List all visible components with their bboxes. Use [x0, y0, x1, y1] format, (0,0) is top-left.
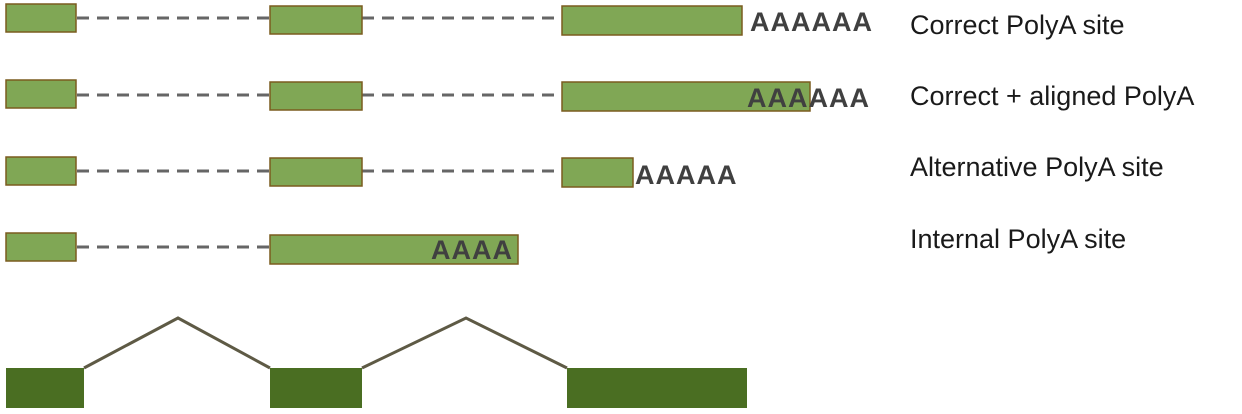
row-label: Correct PolyA site [910, 10, 1125, 40]
read-exon [269, 81, 363, 111]
polya-tail: AAAA [431, 235, 513, 265]
read-exon [269, 234, 519, 265]
read-row-alternative: AAAAA Alternative PolyA site [5, 152, 1164, 190]
read-exon [561, 81, 811, 112]
polya-tail: AAAAAA [747, 83, 870, 113]
row-label: Internal PolyA site [910, 224, 1126, 254]
reference-exon [567, 368, 747, 408]
read-exon [5, 79, 77, 109]
read-row-aligned: AAAAAA Correct + aligned PolyA [5, 79, 1194, 113]
read-exon [269, 5, 363, 35]
read-exon [269, 157, 363, 187]
read-exon [5, 156, 77, 186]
read-exon [5, 232, 77, 262]
read-row-internal: AAAA Internal PolyA site [5, 224, 1126, 265]
row-label: Alternative PolyA site [910, 152, 1164, 182]
row-label: Correct + aligned PolyA [910, 81, 1194, 111]
reference-exon [6, 368, 84, 408]
read-exon [5, 3, 77, 33]
reference-intron-line [361, 316, 568, 370]
polya-tail: AAAAAA [750, 7, 873, 37]
reference-intron-line [83, 316, 271, 370]
read-exon [561, 5, 743, 36]
read-exon [561, 157, 634, 188]
reference-gene-model [6, 316, 747, 408]
read-row-correct: AAAAAA Correct PolyA site [5, 3, 1125, 40]
polya-tail: AAAAA [635, 160, 738, 190]
reference-exon [270, 368, 362, 408]
